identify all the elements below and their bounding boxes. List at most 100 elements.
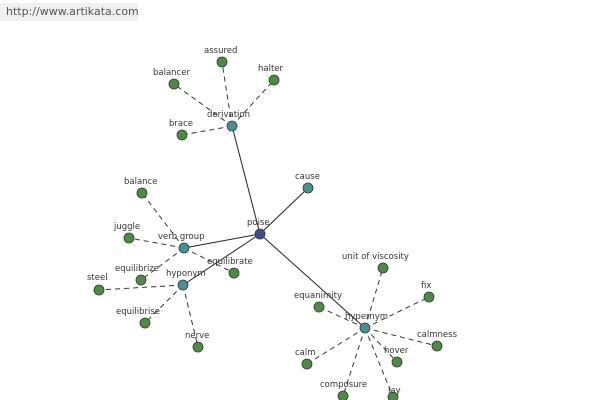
edge-derivation-assured (221, 61, 233, 127)
node-hypernym[interactable]: hypernym (345, 312, 388, 334)
leaf-node-circle[interactable] (93, 284, 105, 296)
node-label-nerve: nerve (185, 331, 209, 341)
node-cause[interactable]: cause (295, 172, 320, 194)
edge-hyponym-equilibrise (144, 284, 184, 324)
node-label-steel: steel (87, 273, 108, 283)
node-balancer[interactable]: balancer (153, 68, 190, 90)
edge-poise-hypernym (259, 233, 366, 329)
leaf-node-circle[interactable] (337, 390, 349, 400)
edge-hypernym-lay (364, 327, 394, 398)
edge-poise-hyponym (182, 233, 261, 286)
edges-layer (98, 61, 438, 398)
node-equilibrise[interactable]: equilibrise (116, 307, 160, 329)
node-unit-of-viscosity[interactable]: unit of viscosity (342, 252, 409, 274)
node-label-equilibrise: equilibrise (116, 307, 160, 317)
leaf-node-circle[interactable] (135, 274, 147, 286)
leaf-node-circle[interactable] (228, 267, 240, 279)
node-halter[interactable]: halter (258, 64, 284, 86)
edge-hypernym-hover (364, 327, 398, 363)
node-label-halter: halter (258, 64, 284, 74)
node-label-hyponym: hyponym (166, 269, 206, 279)
relation-node-circle[interactable] (177, 279, 189, 291)
leaf-node-circle[interactable] (423, 291, 435, 303)
leaf-node-circle[interactable] (168, 78, 180, 90)
node-label-brace: brace (169, 119, 193, 129)
leaf-node-circle[interactable] (391, 356, 403, 368)
node-calm[interactable]: calm (295, 348, 316, 370)
edge-verb-group-juggle (128, 237, 185, 249)
leaf-node-circle[interactable] (377, 262, 389, 274)
node-fix[interactable]: fix (421, 281, 435, 303)
relation-node-circle[interactable] (226, 120, 238, 132)
relation-node-circle[interactable] (178, 242, 190, 254)
edge-hypernym-composure (342, 327, 366, 397)
node-label-balance: balance (124, 177, 157, 187)
node-equanimity[interactable]: equanimity (294, 291, 342, 313)
nodes-layer: assured halter balancer brace balance juggle e… (87, 46, 458, 400)
node-label-juggle: juggle (113, 222, 140, 232)
leaf-node-circle[interactable] (216, 56, 228, 68)
source-url-watermark: http://www.artikata.com (0, 3, 139, 21)
node-hyponym[interactable]: hyponym (166, 269, 206, 291)
leaf-node-circle[interactable] (313, 301, 325, 313)
node-juggle[interactable]: juggle (113, 222, 140, 244)
edge-hypernym-calmness (364, 327, 438, 347)
node-label-hover: hover (384, 346, 409, 356)
edge-poise-verb-group (183, 233, 261, 249)
node-label-verb-group: verb group (158, 232, 205, 242)
edge-hyponym-nerve (182, 284, 199, 348)
leaf-node-circle[interactable] (176, 129, 188, 141)
node-equilibrate[interactable]: equilibrate (207, 257, 253, 279)
leaf-node-circle[interactable] (136, 187, 148, 199)
edge-poise-derivation (231, 125, 261, 235)
node-label-calmness: calmness (417, 330, 458, 340)
node-label-derivation: derivation (207, 110, 250, 120)
node-label-poise: poise (247, 218, 270, 228)
node-composure[interactable]: composure (320, 380, 367, 400)
edge-hypernym-fix (364, 296, 430, 329)
node-label-hypernym: hypernym (345, 312, 388, 322)
node-label-calm: calm (295, 348, 316, 358)
leaf-node-circle[interactable] (431, 340, 443, 352)
node-steel[interactable]: steel (87, 273, 108, 296)
leaf-node-circle[interactable] (387, 391, 399, 400)
edge-hyponym-steel (98, 284, 184, 291)
relation-node-circle[interactable] (302, 182, 314, 194)
node-derivation[interactable]: derivation (207, 110, 250, 132)
leaf-node-circle[interactable] (139, 317, 151, 329)
edge-hypernym-unit-of-viscosity (364, 267, 384, 329)
node-equilibrize[interactable]: equilibrize (115, 264, 159, 286)
node-brace[interactable]: brace (169, 119, 193, 141)
edge-derivation-halter (231, 79, 275, 127)
node-label-unit-of-viscosity: unit of viscosity (342, 252, 409, 262)
node-lay[interactable]: lay (387, 386, 401, 400)
relation-node-circle[interactable] (359, 322, 371, 334)
center-node-circle[interactable] (254, 228, 266, 240)
edge-verb-group-balance (141, 192, 185, 249)
node-label-equilibrate: equilibrate (207, 257, 253, 267)
leaf-node-circle[interactable] (192, 341, 204, 353)
node-assured[interactable]: assured (204, 46, 237, 68)
node-hover[interactable]: hover (384, 346, 409, 368)
leaf-node-circle[interactable] (301, 358, 313, 370)
edge-verb-group-equilibrate (183, 247, 235, 274)
node-label-equilibrize: equilibrize (115, 264, 159, 274)
node-label-assured: assured (204, 46, 237, 56)
node-nerve[interactable]: nerve (185, 331, 209, 353)
leaf-node-circle[interactable] (123, 232, 135, 244)
node-calmness[interactable]: calmness (417, 330, 458, 352)
node-label-cause: cause (295, 172, 320, 182)
node-label-balancer: balancer (153, 68, 190, 78)
node-balance[interactable]: balance (124, 177, 157, 199)
edge-derivation-balancer (173, 83, 233, 127)
node-verb-group[interactable]: verb group (158, 232, 205, 254)
node-label-fix: fix (421, 281, 431, 291)
edge-hypernym-calm (306, 327, 366, 365)
leaf-node-circle[interactable] (268, 74, 280, 86)
node-label-equanimity: equanimity (294, 291, 342, 301)
node-poise[interactable]: poise (247, 218, 270, 240)
node-label-composure: composure (320, 380, 367, 390)
node-label-lay: lay (388, 386, 401, 396)
